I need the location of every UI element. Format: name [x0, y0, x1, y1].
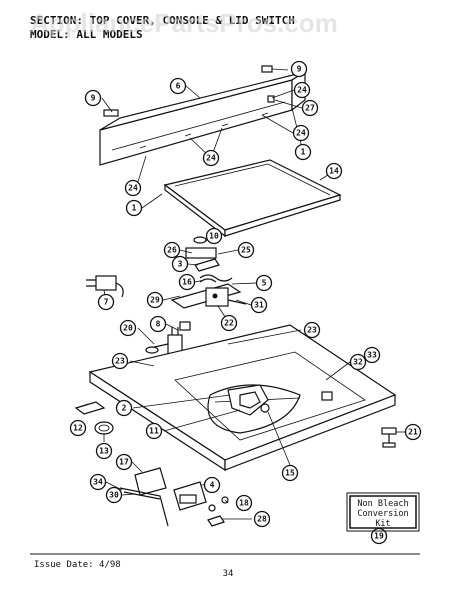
callout-15: 15: [281, 464, 299, 482]
svg-text:2: 2: [122, 404, 127, 413]
callout-24-a: 24: [293, 81, 311, 99]
svg-text:24: 24: [206, 154, 216, 163]
callout-22: 22: [220, 314, 238, 332]
callout-30: 30: [105, 486, 123, 504]
callout-6: 6: [169, 77, 187, 95]
callout-7: 7: [97, 293, 115, 311]
svg-text:9: 9: [297, 65, 302, 74]
svg-text:24: 24: [297, 86, 307, 95]
kit-line-2: Conversion: [357, 509, 408, 519]
svg-text:4: 4: [210, 481, 215, 490]
callout-16: 16: [178, 273, 196, 291]
callout-27: 27: [301, 99, 319, 117]
svg-text:18: 18: [239, 499, 249, 508]
callout-2: 2: [115, 399, 133, 417]
callout-11: 11: [145, 422, 163, 440]
svg-text:14: 14: [329, 167, 339, 176]
callout-3: 3: [171, 255, 189, 273]
svg-text:26: 26: [167, 246, 177, 255]
lid: [163, 159, 342, 238]
callout-29: 29: [146, 291, 164, 309]
callout-25: 25: [237, 241, 255, 259]
callout-10: 10: [205, 227, 223, 245]
callout-24-b: 24: [292, 124, 310, 142]
callout-21: 21: [404, 423, 422, 441]
svg-text:9: 9: [91, 94, 96, 103]
svg-text:25: 25: [241, 246, 251, 255]
callout-23-b: 23: [111, 352, 129, 370]
svg-text:1: 1: [301, 148, 306, 157]
svg-text:10: 10: [209, 232, 219, 241]
callout-13: 13: [95, 442, 113, 460]
hinge-parts: [119, 467, 229, 527]
conversion-kit-box: Non Bleach Conversion Kit: [346, 492, 420, 532]
callout-20: 20: [119, 319, 137, 337]
callout-23-a: 23: [303, 321, 321, 339]
issue-date: Issue Date: 4/98: [34, 560, 121, 570]
svg-text:21: 21: [408, 428, 418, 437]
svg-text:11: 11: [149, 427, 159, 436]
callout-18: 18: [235, 494, 253, 512]
callout-4: 4: [203, 476, 221, 494]
callout-34: 34: [89, 473, 107, 491]
callout-24-c: 24: [202, 149, 220, 167]
svg-text:5: 5: [262, 279, 267, 288]
callout-1-b: 1: [125, 199, 143, 217]
callout-1-a: 1: [294, 143, 312, 161]
kit-line-1: Non Bleach: [357, 499, 408, 509]
svg-text:22: 22: [224, 319, 234, 328]
kit-line-3: Kit: [375, 519, 390, 529]
top-cover: [88, 324, 397, 472]
page-number: 34: [223, 569, 234, 579]
svg-text:27: 27: [305, 104, 315, 113]
svg-text:20: 20: [123, 324, 133, 333]
svg-text:12: 12: [73, 424, 83, 433]
svg-text:8: 8: [156, 320, 161, 329]
callout-8: 8: [149, 315, 167, 333]
callout-33: 33: [363, 346, 381, 364]
callout-28: 28: [253, 510, 271, 528]
callout-12: 12: [69, 419, 87, 437]
watermark: AppliancePartsPros.com: [30, 8, 338, 38]
svg-text:29: 29: [150, 296, 160, 305]
svg-text:1: 1: [132, 204, 137, 213]
lid-switch-cluster: [170, 236, 247, 309]
svg-text:33: 33: [367, 351, 377, 360]
model-line: MODEL: ALL MODELS: [30, 28, 143, 41]
callout-14: 14: [325, 162, 343, 180]
svg-text:24: 24: [128, 184, 138, 193]
console-assembly: [99, 65, 306, 166]
svg-text:13: 13: [99, 447, 109, 456]
callout-17: 17: [115, 453, 133, 471]
svg-text:34: 34: [93, 478, 103, 487]
callout-32: 32: [349, 353, 367, 371]
svg-text:23: 23: [115, 357, 125, 366]
svg-text:7: 7: [104, 298, 109, 307]
svg-text:16: 16: [182, 278, 192, 287]
svg-text:31: 31: [254, 301, 264, 310]
callout-26: 26: [163, 241, 181, 259]
callout-5: 5: [255, 274, 273, 292]
callout-31: 31: [250, 296, 268, 314]
svg-text:19: 19: [374, 532, 384, 541]
svg-text:30: 30: [109, 491, 119, 500]
svg-text:3: 3: [178, 260, 183, 269]
svg-text:23: 23: [307, 326, 317, 335]
plug: [86, 275, 124, 298]
leveling-foot: [381, 427, 397, 448]
callout-9-left: 9: [84, 89, 102, 107]
svg-text:32: 32: [353, 358, 363, 367]
section-title: SECTION: TOP COVER, CONSOLE & LID SWITCH: [30, 14, 295, 27]
svg-text:28: 28: [257, 515, 267, 524]
callout-9-top: 9: [290, 60, 308, 78]
svg-text:15: 15: [285, 469, 295, 478]
svg-text:24: 24: [296, 129, 306, 138]
svg-text:6: 6: [176, 82, 181, 91]
callout-24-d: 24: [124, 179, 142, 197]
svg-text:17: 17: [119, 458, 129, 467]
